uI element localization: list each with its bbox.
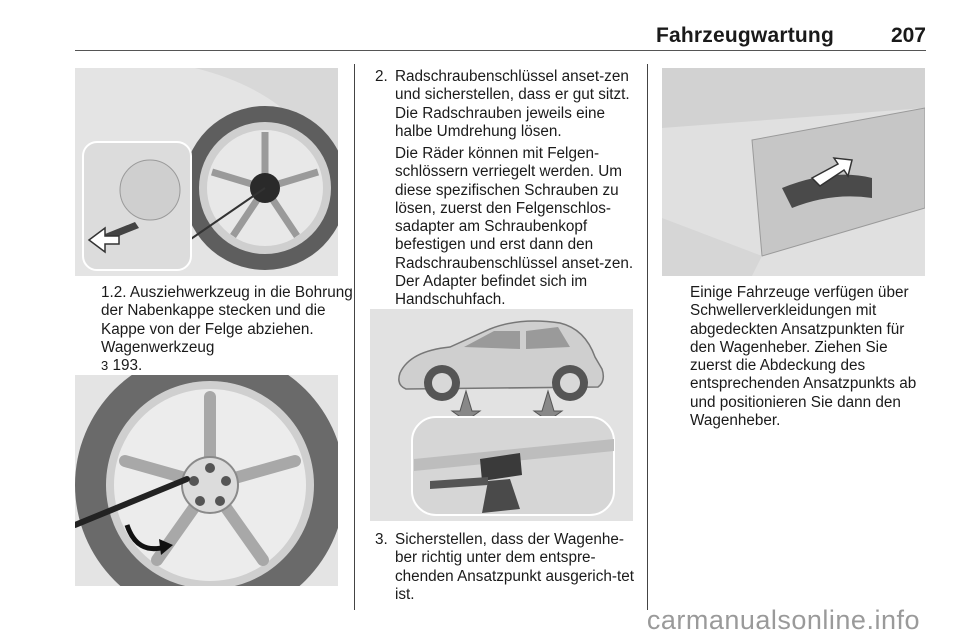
figure-sill-cover — [662, 68, 925, 276]
sill-cover-text: Einige Fahrzeuge verfügen über Schweller… — [690, 284, 917, 430]
column-divider-right — [647, 64, 648, 610]
page-reference-link[interactable]: 193. — [112, 357, 143, 375]
header-rule — [75, 50, 926, 51]
step-3-number: 3. — [375, 531, 388, 548]
figure-hubcap-removal — [75, 68, 338, 276]
step-2-note: Die Räder können mit Felgen-schlössern v… — [395, 145, 634, 309]
step-3-text: Sicherstellen, dass der Wagenhe-ber rich… — [395, 531, 634, 603]
step-2-number: 2. — [375, 68, 388, 85]
page-reference-icon: 3 — [101, 358, 109, 374]
jack-position-illustration — [370, 309, 633, 521]
wheel-wrench-illustration — [75, 375, 338, 586]
figure-wheel-wrench — [75, 375, 338, 586]
step-2-text: Radschraubenschlüssel anset-zen und sich… — [395, 68, 630, 140]
column-divider-left — [354, 64, 355, 610]
step-2: 2. Radschraubenschlüssel anset-zen und s… — [375, 68, 635, 141]
sill-cover-illustration — [662, 68, 925, 276]
hubcap-removal-illustration — [75, 68, 338, 276]
page-number: 207 — [890, 24, 926, 47]
caption-text: 1.2. Ausziehwerkzeug in die Bohrung der … — [101, 284, 353, 356]
figure-jack-position — [370, 309, 633, 521]
running-header-title: Fahrzeugwartung — [655, 24, 834, 47]
step-3: 3. Sicherstellen, dass der Wagenhe-ber r… — [375, 531, 637, 604]
watermark: carmanualsonline.info — [646, 605, 920, 635]
caption-step-1-2: 1.2. Ausziehwerkzeug in die Bohrung der … — [101, 284, 353, 375]
